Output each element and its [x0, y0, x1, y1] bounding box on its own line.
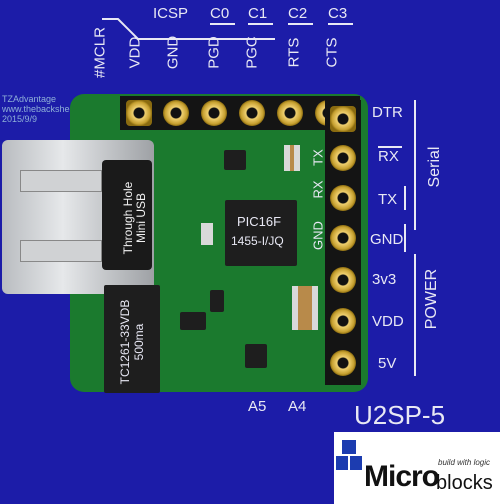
- watermark-line-3: 2015/9/9: [2, 114, 38, 124]
- diode-1: [224, 150, 246, 170]
- logo-tagline: build with logic: [438, 458, 491, 467]
- diode-2: [245, 344, 267, 368]
- pic-label-line2: 1455-I/JQ: [231, 234, 284, 248]
- capacitor-1: [284, 145, 300, 171]
- capacitor-2: [201, 223, 213, 245]
- logo-brand-micro: Micro: [364, 460, 440, 493]
- c1-label: C1: [248, 5, 268, 22]
- voltage-regulator: [104, 285, 160, 393]
- logo-block-icon: [336, 440, 364, 498]
- pin-label-rts: RTS: [285, 37, 303, 68]
- top-pad-3: [201, 100, 227, 126]
- pin-label-gnd-top: GND: [164, 35, 182, 70]
- usb-black-body: [102, 160, 152, 270]
- right-pad-vdd: [330, 308, 356, 334]
- pin-label-5v: 5V: [378, 355, 397, 372]
- pin-label-tx: TX: [378, 191, 398, 208]
- pin-label-rx: RX: [378, 148, 399, 165]
- right-pad-3v3: [330, 267, 356, 293]
- serial-group-label: Serial: [426, 146, 443, 188]
- silk-gnd-label: GND: [310, 221, 326, 250]
- c3-label: C3: [328, 5, 348, 22]
- icsp-bracket: [102, 18, 275, 40]
- top-pad-5: [277, 100, 303, 126]
- a4-label: A4: [288, 398, 307, 415]
- logo-block-a: [342, 440, 356, 454]
- right-pad-5v: [330, 350, 356, 376]
- tx-divider-bar: [404, 186, 406, 210]
- pin-label-3v3: 3v3: [372, 271, 397, 288]
- c1-overline: [248, 23, 273, 25]
- microblocks-logo: Micro blocks build with logic: [334, 432, 500, 504]
- c2-label: C2: [288, 5, 308, 22]
- regulator-label: TC1261-33VDB 500ma: [118, 282, 146, 402]
- right-pad-rx: [330, 145, 356, 171]
- pin-label-gnd: GND: [370, 231, 404, 248]
- c0-label: C0: [210, 5, 230, 22]
- logo-block-c: [350, 456, 362, 470]
- regulator-label-line1: TC1261-33VDB: [118, 299, 132, 385]
- pin-label-pgd: PGD: [205, 36, 223, 69]
- product-name: U2SP-5: [354, 400, 446, 430]
- watermark-line-2: www.thebackshed.com: [2, 104, 95, 114]
- logo-brand-blocks: blocks: [436, 472, 493, 494]
- pin-label-vdd: VDD: [372, 313, 404, 330]
- serial-bar: [414, 100, 416, 230]
- gnd-divider-bar: [404, 224, 406, 252]
- capacitor-3: [292, 286, 318, 330]
- rx-overline: [378, 146, 402, 148]
- right-pad-dtr: [330, 106, 356, 132]
- usb-label: Through Hole Mini USB: [121, 163, 148, 273]
- c3-overline: [328, 23, 353, 25]
- c0-overline: [210, 23, 235, 25]
- pin-label-pgc: PGC: [243, 36, 261, 69]
- resistor-1: [180, 312, 206, 330]
- usb-slot-bottom: [20, 240, 102, 262]
- c2-overline: [288, 23, 313, 25]
- silk-tx-label: TX: [310, 149, 326, 166]
- pin-label-cts: CTS: [323, 37, 341, 68]
- top-pad-1: [126, 100, 152, 126]
- usb-slot-top: [20, 170, 102, 192]
- top-pad-2: [163, 100, 189, 126]
- pic-microcontroller: PIC16F 1455-I/JQ: [225, 200, 297, 266]
- icsp-label: ICSP: [153, 5, 189, 22]
- pin-label-dtr: DTR: [372, 104, 403, 121]
- power-bar: [414, 254, 416, 376]
- watermark-line-1: TZAdvantage: [2, 94, 57, 104]
- power-group-label: POWER: [423, 268, 440, 330]
- logo-block-b: [336, 456, 348, 470]
- usb-connector: [2, 140, 154, 294]
- resistor-2: [210, 290, 224, 312]
- right-pad-gnd: [330, 225, 356, 251]
- a5-label: A5: [248, 398, 267, 415]
- top-pad-4: [239, 100, 265, 126]
- pin-label-mclr: #MCLR: [91, 27, 109, 78]
- right-pad-tx: [330, 185, 356, 211]
- usb-label-line2: Mini USB: [134, 193, 148, 244]
- regulator-label-line2: 500ma: [132, 323, 146, 361]
- pic-label-line1: PIC16F: [237, 214, 282, 229]
- pin-label-vdd-top: VDD: [126, 36, 144, 69]
